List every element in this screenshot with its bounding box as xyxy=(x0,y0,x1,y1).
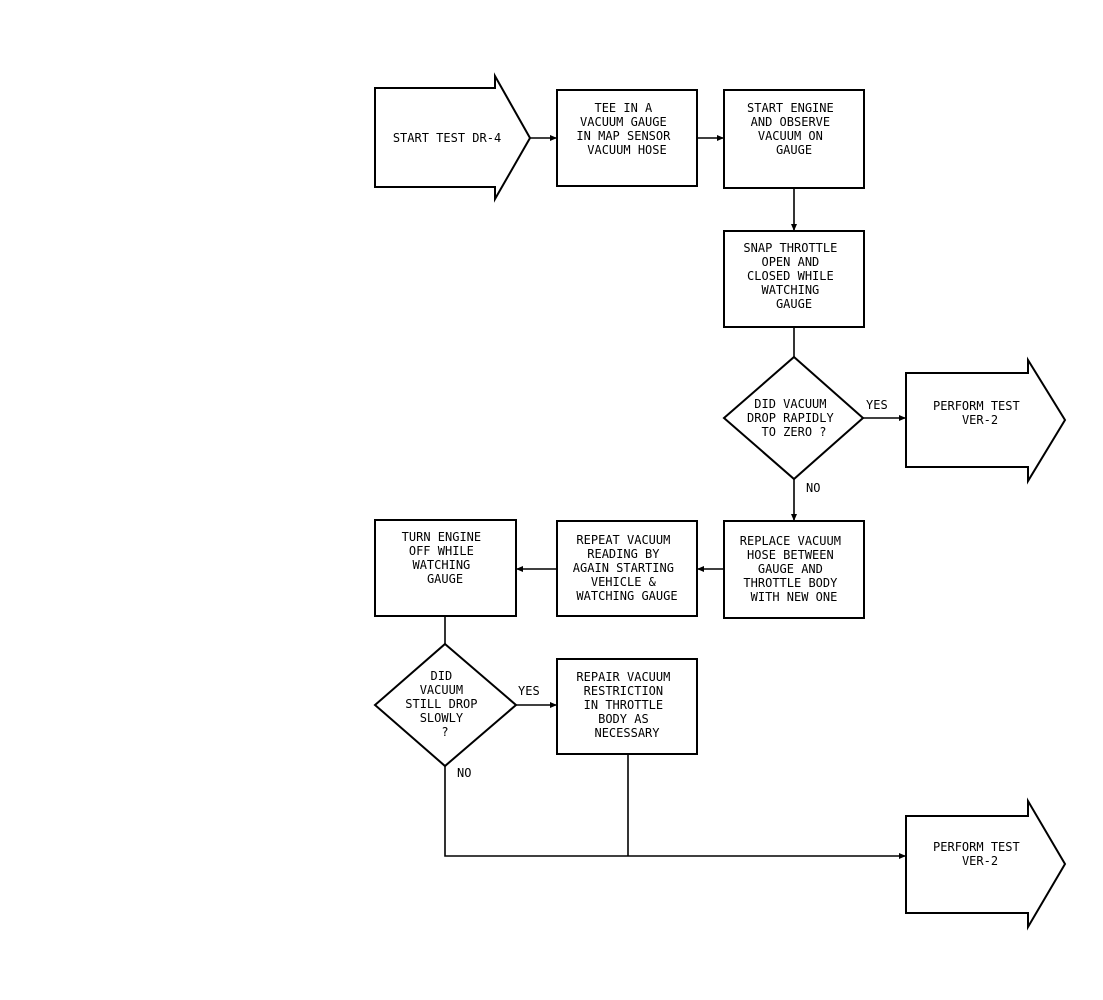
repeat-reading-label: REPEAT VACUUM READING BY AGAIN STARTING … xyxy=(573,533,681,603)
arrow-decision2-no-to-perform2 xyxy=(444,766,906,859)
snap-throttle-label: SNAP THROTTLE OPEN AND CLOSED WHILE WATC… xyxy=(743,241,844,311)
repair-restriction-box xyxy=(556,658,698,755)
tee-box xyxy=(556,89,698,187)
start-engine-label: START ENGINE AND OBSERVE VACUUM ON GAUGE xyxy=(747,101,841,157)
node-perform-test-2: PERFORM TEST VER-2 xyxy=(905,797,1067,931)
turn-engine-off-label: TURN ENGINE OFF WHILE WATCHING GAUGE xyxy=(402,530,489,586)
perform1-arrow-shape xyxy=(905,356,1067,485)
decision1-no-label: NO xyxy=(806,481,820,495)
decision1-label: DID VACUUM DROP RAPIDLY TO ZERO ? xyxy=(747,397,841,439)
start-arrow-shape xyxy=(374,72,532,203)
perform2-label: PERFORM TEST VER-2 xyxy=(933,840,1027,868)
connectors xyxy=(444,135,906,859)
repeat-reading-box xyxy=(556,520,698,617)
node-snap-throttle: SNAP THROTTLE OPEN AND CLOSED WHILE WATC… xyxy=(723,230,865,328)
decision2-no-label: NO xyxy=(457,766,471,780)
node-perform-test-1: PERFORM TEST VER-2 xyxy=(905,356,1067,485)
node-decision-drop-rapidly: DID VACUUM DROP RAPIDLY TO ZERO ? YES NO xyxy=(722,355,888,495)
replace-hose-label: REPLACE VACUUM HOSE BETWEEN GAUGE AND TH… xyxy=(740,534,848,604)
node-replace-hose: REPLACE VACUUM HOSE BETWEEN GAUGE AND TH… xyxy=(723,520,865,619)
node-decision-drop-slowly: DID VACUUM STILL DROP SLOWLY ? YES NO xyxy=(373,642,540,780)
perform1-label: PERFORM TEST VER-2 xyxy=(933,399,1027,427)
node-turn-engine-off: TURN ENGINE OFF WHILE WATCHING GAUGE xyxy=(374,519,517,617)
snap-throttle-box xyxy=(723,230,865,328)
decision2-label: DID VACUUM STILL DROP SLOWLY ? xyxy=(405,669,484,739)
node-start: START TEST DR-4 xyxy=(374,72,532,203)
decision1-yes-label: YES xyxy=(866,398,888,412)
start-engine-box xyxy=(723,89,865,189)
start-label: START TEST DR-4 xyxy=(393,131,501,145)
perform2-arrow-shape xyxy=(905,797,1067,931)
node-repeat-reading: REPEAT VACUUM READING BY AGAIN STARTING … xyxy=(556,520,698,617)
replace-hose-box xyxy=(723,520,865,619)
node-start-engine: START ENGINE AND OBSERVE VACUUM ON GAUGE xyxy=(723,89,865,189)
tee-label: TEE IN A VACUUM GAUGE IN MAP SENSOR VACU… xyxy=(576,101,677,157)
decision2-yes-label: YES xyxy=(518,684,540,698)
turn-engine-off-box xyxy=(374,519,517,617)
decision2-diamond xyxy=(373,642,518,768)
node-repair-restriction: REPAIR VACUUM RESTRICTION IN THROTTLE BO… xyxy=(556,658,698,755)
decision1-diamond xyxy=(722,355,865,481)
repair-restriction-label: REPAIR VACUUM RESTRICTION IN THROTTLE BO… xyxy=(576,670,677,740)
node-tee-vacuum-gauge: TEE IN A VACUUM GAUGE IN MAP SENSOR VACU… xyxy=(556,89,698,187)
